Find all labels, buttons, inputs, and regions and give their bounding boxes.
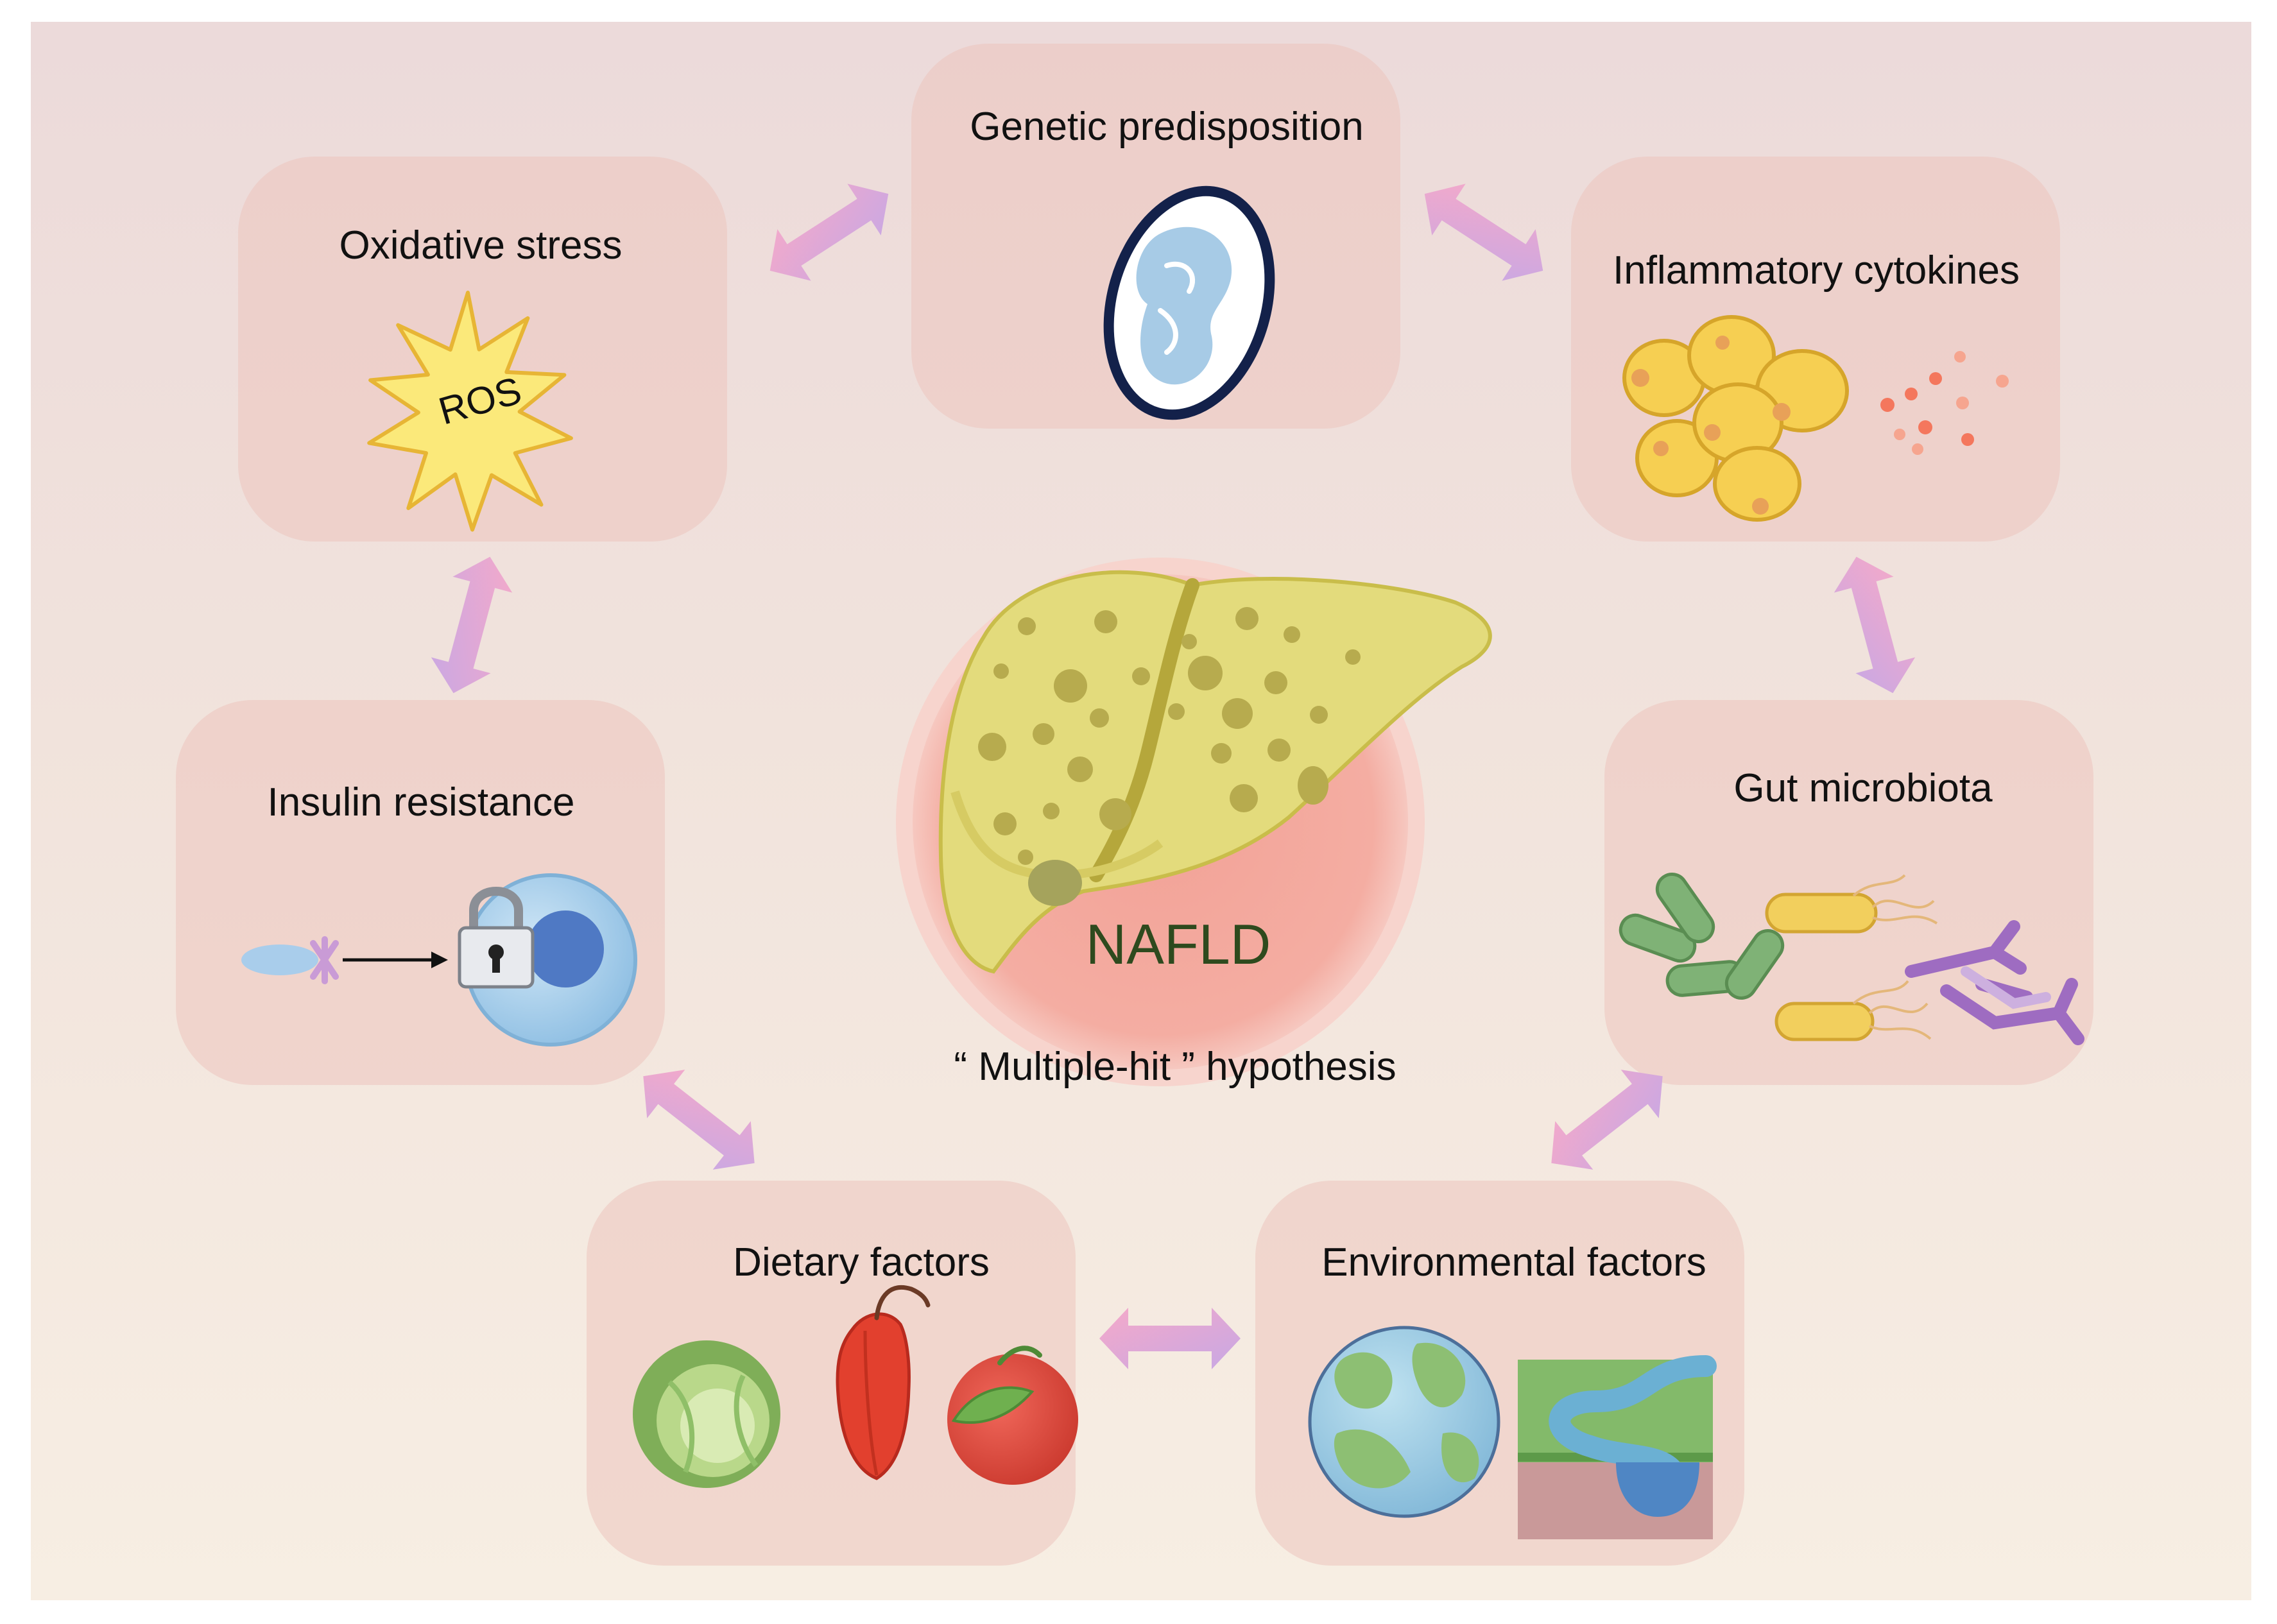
arrow-inflammatory-gut xyxy=(1834,556,1916,694)
fetus-icon xyxy=(1103,185,1275,420)
nafld-label: NAFLD xyxy=(1085,912,1271,976)
tomato-icon xyxy=(947,1346,1078,1485)
cytokine-dots-icon xyxy=(1880,351,2009,455)
oxidative-label: Oxidative stress xyxy=(339,223,623,268)
environmental-label: Environmental factors xyxy=(1321,1240,1706,1285)
gut-label: Gut microbiota xyxy=(1733,766,1993,810)
arrow-genetic-oxidative xyxy=(769,184,889,281)
arrow-line xyxy=(343,952,448,968)
inflammatory-label: Inflammatory cytokines xyxy=(1613,248,2020,293)
earth-icon xyxy=(1308,1326,1500,1518)
ros-star-icon xyxy=(367,291,573,532)
bacteria-icon xyxy=(1619,873,2084,1045)
liver-icon xyxy=(938,570,1492,974)
cell-icon xyxy=(464,873,637,1047)
arrow-genetic-inflammatory xyxy=(1424,184,1543,281)
dietary-label: Dietary factors xyxy=(733,1240,990,1285)
diagram-art xyxy=(241,184,2084,1539)
hypothesis-label: “ Multiple-hit ” hypothesis xyxy=(954,1045,1396,1089)
cabbage-icon xyxy=(633,1340,780,1488)
genetic-label: Genetic predisposition xyxy=(970,105,1364,149)
arrow-insulin-dietary xyxy=(643,1070,755,1170)
pepper-icon xyxy=(836,1285,931,1480)
insulin-label: Insulin resistance xyxy=(267,780,575,825)
arrow-gut-environmental xyxy=(1551,1070,1663,1170)
landscape-river-icon xyxy=(1518,1355,1717,1539)
arrow-oxidative-insulin xyxy=(431,556,513,694)
fat-cells-icon xyxy=(1622,315,1849,522)
insulin-icon xyxy=(241,936,339,984)
lock-icon xyxy=(458,887,535,989)
diagram-canvas: Genetic predisposition Oxidative stress … xyxy=(31,22,2251,1600)
arrow-dietary-environmental xyxy=(1099,1308,1241,1369)
